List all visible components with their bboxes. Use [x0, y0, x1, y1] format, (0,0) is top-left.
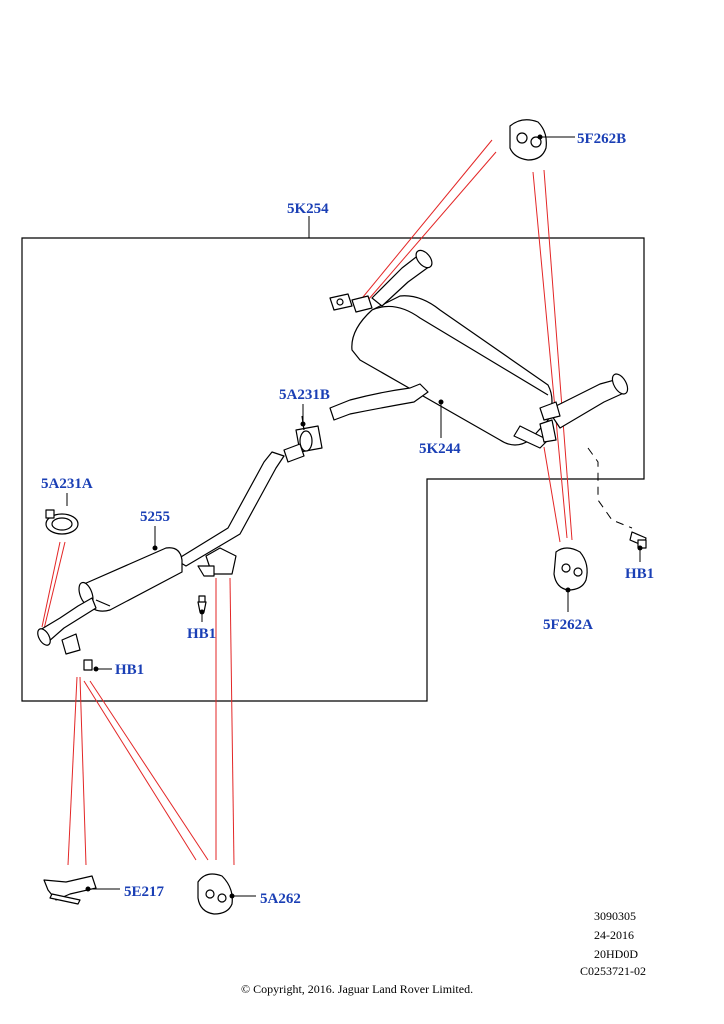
front-pipe [175, 443, 305, 567]
meta-line-4: C0253721-02 [580, 964, 646, 978]
front-bolt [83, 659, 93, 671]
mid-hanger [197, 547, 237, 577]
meta-line-3: 20HD0D [594, 947, 638, 961]
dashed-guide [587, 447, 633, 529]
label-bolt-mid: HB1 [187, 626, 216, 642]
insulator-5F262B [509, 119, 547, 161]
label-bolt-right: HB1 [625, 566, 654, 582]
label-insulator-bottom: 5A262 [260, 891, 301, 907]
label-leaders [66, 134, 643, 899]
meta-line-1: 3090305 [594, 909, 636, 923]
label-front-muffler: 5255 [140, 509, 170, 525]
callout-lines [41, 139, 573, 866]
clamp-5A231A [45, 509, 79, 535]
label-insulator-top: 5F262B [577, 131, 626, 147]
rear-muffler [329, 249, 629, 449]
front-muffler [78, 547, 183, 612]
bracket-5E217 [43, 875, 97, 905]
label-bolt-front: HB1 [115, 662, 144, 678]
copyright: © Copyright, 2016. Jaguar Land Rover Lim… [241, 982, 473, 996]
rear-hanger-left [329, 293, 373, 313]
insulator-5F262A [553, 547, 588, 591]
label-assembly: 5K254 [287, 201, 329, 217]
meta-line-2: 24-2016 [594, 928, 634, 942]
insulator-5A262 [197, 873, 233, 915]
label-clamp-front: 5A231A [41, 476, 93, 492]
rear-hanger-right [539, 401, 561, 443]
assembly-outline [21, 237, 645, 702]
label-bracket: 5E217 [124, 884, 165, 900]
front-inlet-pipe [37, 597, 97, 655]
clamp-5A231B [295, 415, 323, 453]
label-insulator-right: 5F262A [543, 617, 593, 633]
label-rear-muffler: 5K244 [419, 441, 461, 457]
label-clamp-rear: 5A231B [279, 387, 330, 403]
right-bolt [629, 531, 647, 549]
